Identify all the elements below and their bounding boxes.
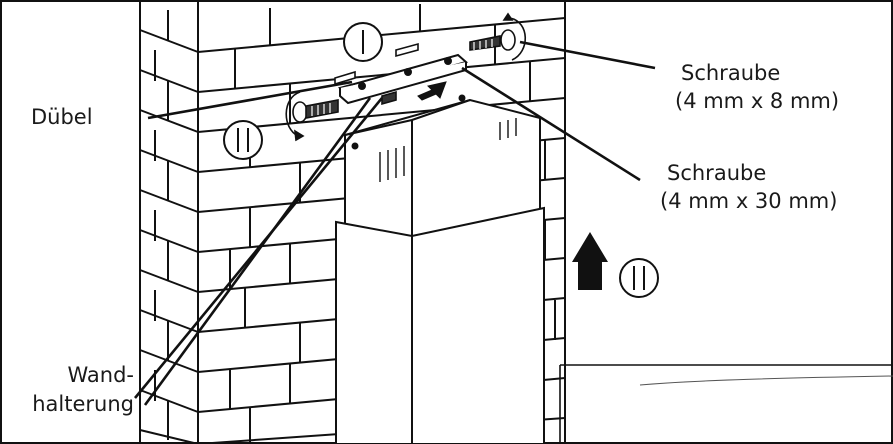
label-screw-long-size: (4 mm x 30 mm)	[660, 189, 838, 213]
label-bracket-line1: Wand-	[67, 363, 134, 387]
push-arrow	[417, 81, 447, 101]
wall-bracket	[337, 53, 469, 105]
dowels	[334, 42, 419, 86]
label-duebel: Dübel	[31, 105, 93, 129]
screw-bracket	[381, 90, 397, 106]
screw-small	[469, 12, 526, 61]
label-screw-small-size: (4 mm x 8 mm)	[675, 89, 840, 113]
step-marker-left	[223, 120, 263, 160]
label-screw-long-title: Schraube	[667, 161, 767, 185]
step-marker-top	[343, 22, 383, 62]
wall-left-face	[139, 10, 199, 444]
screw-long	[285, 91, 339, 142]
step-marker-right	[619, 258, 659, 298]
label-screw-small-title: Schraube	[681, 61, 781, 85]
leader-lines	[133, 40, 656, 406]
chimney-lower	[335, 206, 545, 444]
up-arrow	[572, 232, 608, 290]
label-bracket-line2: halterung	[32, 392, 134, 416]
